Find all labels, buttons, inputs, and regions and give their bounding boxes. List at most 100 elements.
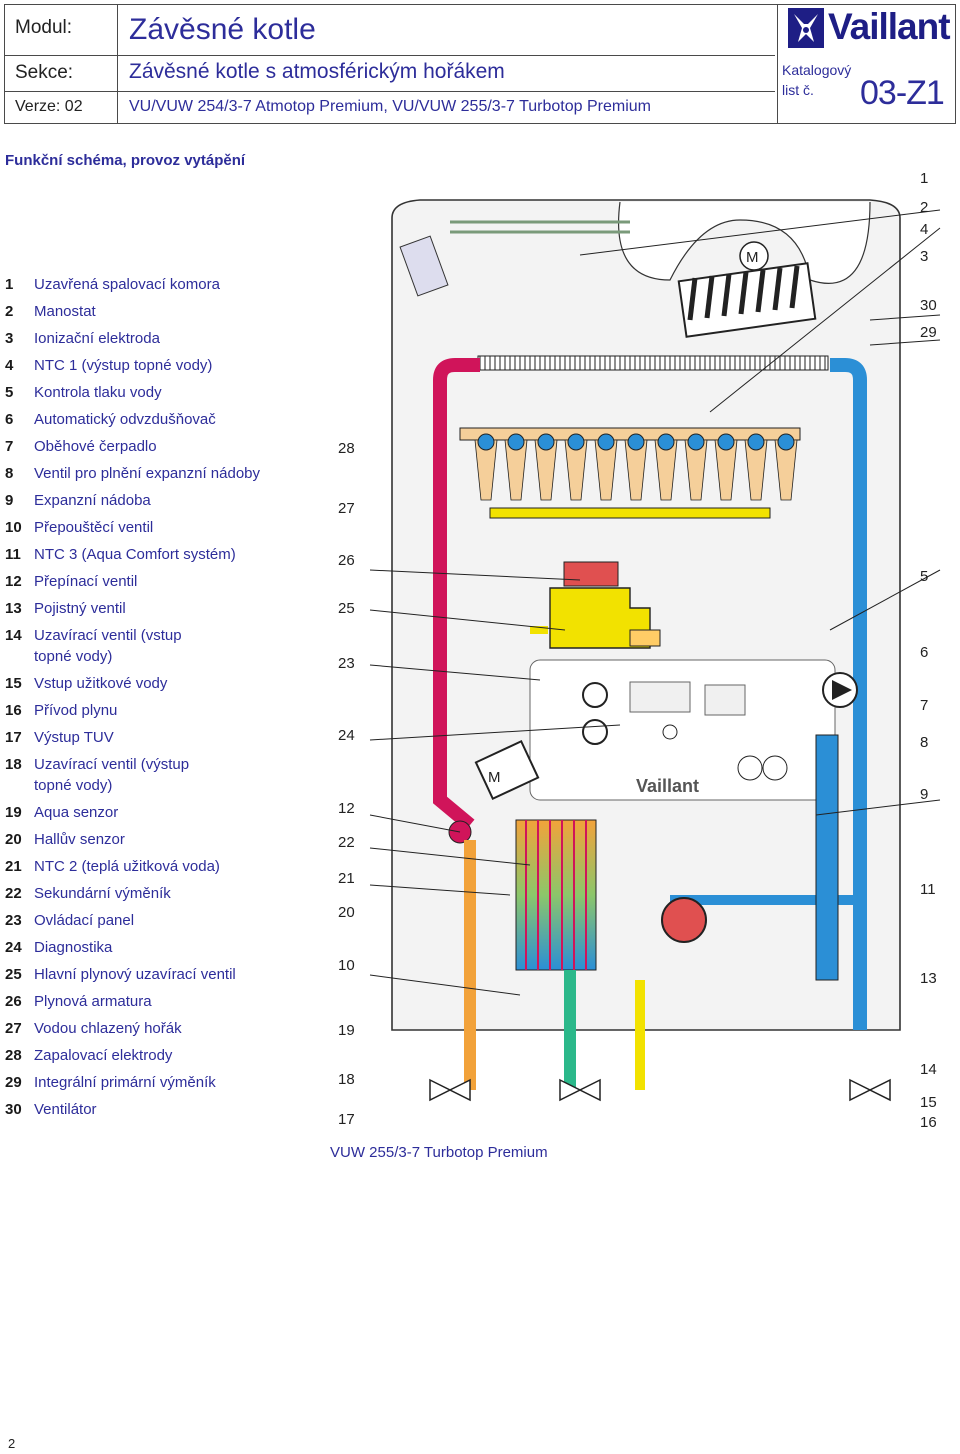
legend-text: Diagnostika xyxy=(34,939,113,956)
verze-value: VU/VUW 254/3-7 Atmotop Premium, VU/VUW 2… xyxy=(129,98,651,115)
legend-number: 12 xyxy=(5,573,22,590)
callout-number: 30 xyxy=(920,297,937,314)
callout-number: 11 xyxy=(920,881,936,898)
legend-text: Manostat xyxy=(34,303,96,320)
callout-number: 21 xyxy=(338,870,355,887)
water-cooling-tube xyxy=(627,433,645,451)
legend-item: 6 Automatický odvzdušňovač xyxy=(5,406,325,433)
legend-number: 13 xyxy=(5,600,22,617)
legend-text: Integrální primární výměník xyxy=(34,1074,216,1091)
header-table: Modul: Závěsné kotle Sekce: Závěsné kotl… xyxy=(4,4,956,124)
expansion-vessel xyxy=(815,734,839,981)
legend-text: Uzavřená spalovací komora xyxy=(34,276,220,293)
legend-number: 27 xyxy=(5,1020,22,1037)
callout-number: 15 xyxy=(920,1094,937,1111)
catalog-label-line2: list č. xyxy=(782,82,814,98)
legend-number: 10 xyxy=(5,519,22,536)
legend-number: 26 xyxy=(5,993,22,1010)
legend-number: 22 xyxy=(5,885,22,902)
legend-text: Výstup TUV xyxy=(34,729,114,746)
circulation-pump xyxy=(822,672,858,708)
callout-number: 1 xyxy=(920,170,928,187)
legend-text: Ventil pro plnění expanzní nádoby xyxy=(34,465,261,482)
water-cooling-tube xyxy=(507,433,525,451)
callout-number: 7 xyxy=(920,697,928,714)
verze-label: Verze: 02 xyxy=(15,98,83,115)
water-cooling-tube xyxy=(687,433,705,451)
legend-number: 2 xyxy=(5,303,14,320)
legend-number: 20 xyxy=(5,831,22,848)
callout-number: 29 xyxy=(920,324,937,341)
legend-number: 8 xyxy=(5,465,14,482)
callout-number: 10 xyxy=(338,957,355,974)
callout-number: 8 xyxy=(920,734,928,751)
sekce-label: Sekce: xyxy=(15,62,74,83)
legend-number: 6 xyxy=(5,411,14,428)
shutoff-valves xyxy=(429,1078,891,1102)
legend-text: Vodou chlazený hořák xyxy=(34,1020,182,1037)
legend-text: Automatický odvzdušňovač xyxy=(34,411,216,428)
brand-name: Vaillant xyxy=(828,6,951,47)
manostat xyxy=(399,235,449,297)
valve-motor-label: M xyxy=(488,769,501,786)
vaillant-logo: Vaillant xyxy=(788,6,951,52)
water-cooling-tube xyxy=(657,433,675,451)
legend-item: 8 Ventil pro plnění expanzní nádoby xyxy=(5,460,325,487)
legend-number: 28 xyxy=(5,1047,22,1064)
switching-valve xyxy=(448,739,540,844)
gas-valve xyxy=(549,561,661,649)
diagram-caption: VUW 255/3-7 Turbotop Premium xyxy=(330,1144,548,1161)
legend-number: 1 xyxy=(5,276,14,293)
control-panel xyxy=(529,659,836,801)
legend-number: 17 xyxy=(5,729,22,746)
page-number: 2 xyxy=(8,1436,16,1451)
callout-number: 2 xyxy=(920,199,928,216)
legend-number: 16 xyxy=(5,702,22,719)
legend-number: 7 xyxy=(5,438,14,455)
callout-number: 26 xyxy=(338,552,355,569)
legend-number: 29 xyxy=(5,1074,22,1091)
catalog-code: 03-Z1 xyxy=(860,74,945,112)
callout-number: 9 xyxy=(920,786,928,803)
water-cooling-tube xyxy=(747,433,765,451)
callout-number: 28 xyxy=(338,440,355,457)
legend-item: 27 Vodou chlazený hořák xyxy=(5,1015,325,1042)
callout-number: 25 xyxy=(338,600,355,617)
legend-number: 14 xyxy=(5,627,22,644)
legend-item: 1 Uzavřená spalovací komora xyxy=(5,271,325,298)
callout-number: 18 xyxy=(338,1071,355,1088)
legend-text: Kontrola tlaku vody xyxy=(34,384,162,401)
catalog-label-line1: Katalogový xyxy=(782,62,852,78)
panel-brand: Vaillant xyxy=(636,776,699,796)
legend-item: 14 Uzavírací ventil (vstup topné vody) xyxy=(5,622,325,670)
legend-item: 2 Manostat xyxy=(5,298,325,325)
callout-number: 24 xyxy=(338,727,355,744)
callout-number: 3 xyxy=(920,248,928,265)
legend-text: Hlavní plynový uzavírací ventil xyxy=(34,966,236,983)
catalog-label: Katalogový list č. xyxy=(782,60,851,100)
callout-number: 5 xyxy=(920,568,928,585)
legend-text: NTC 1 (výstup topné vody) xyxy=(34,357,213,374)
legend-text: Sekundární výměník xyxy=(34,885,171,902)
water-cooling-tube xyxy=(477,433,495,451)
modul-label: Modul: xyxy=(15,17,73,38)
callout-number: 23 xyxy=(338,655,355,672)
water-cooling-tube xyxy=(597,433,615,451)
hall-sensor xyxy=(661,897,707,943)
legend-item: 17 Výstup TUV xyxy=(5,724,325,751)
legend-text: Uzavírací ventil (vstup topné vody) xyxy=(34,627,182,665)
callout-number: 16 xyxy=(920,1114,937,1131)
sekce-value: Závěsné kotle s atmosférickým hořákem xyxy=(129,60,505,83)
callout-number: 13 xyxy=(920,970,937,987)
leader-lines xyxy=(369,209,941,996)
